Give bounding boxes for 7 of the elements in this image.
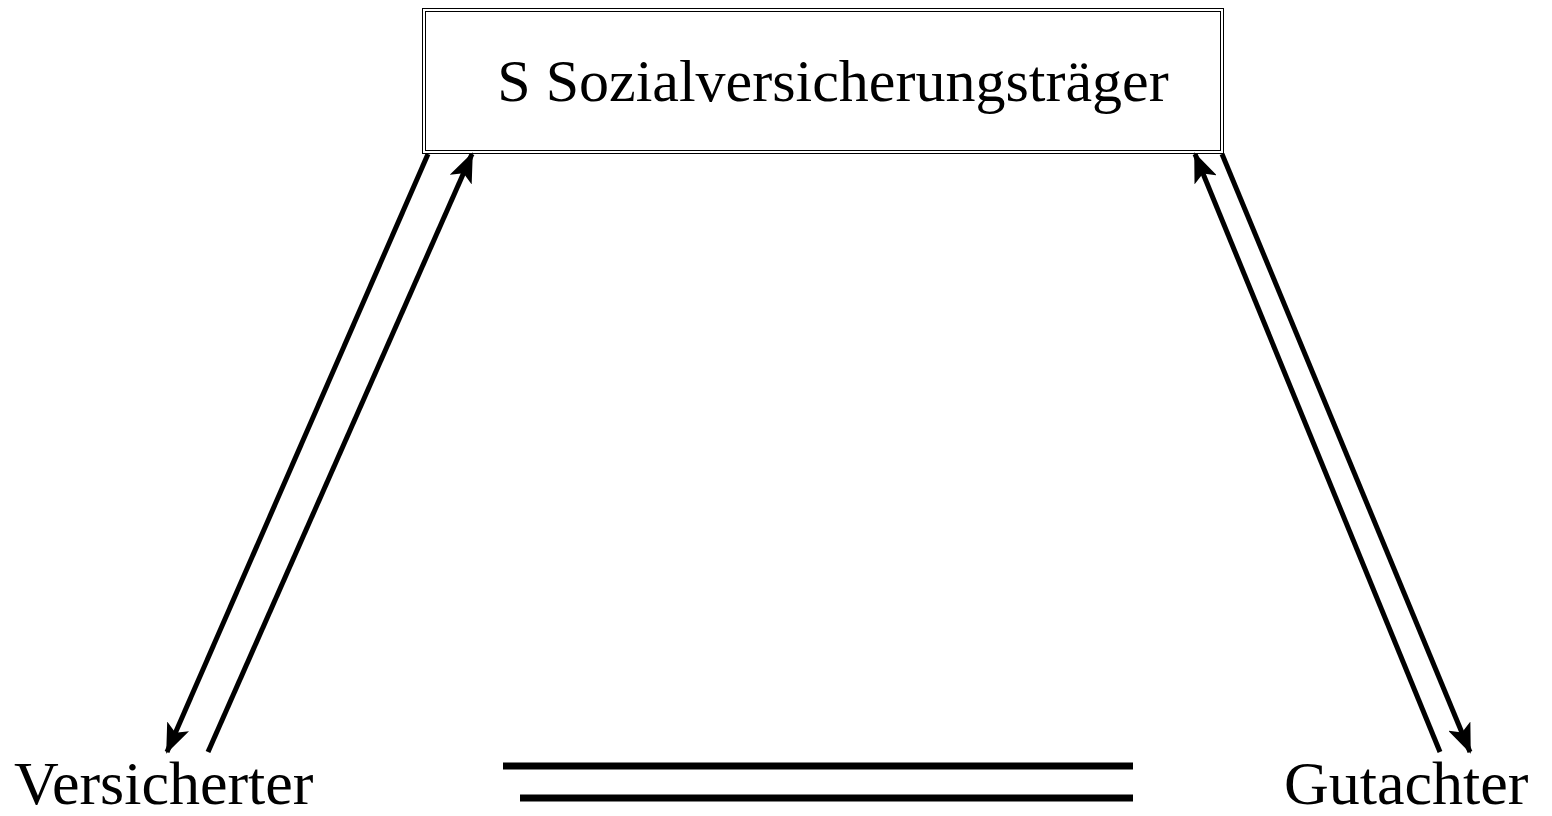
entity-label: Versicherter [14,752,344,814]
arrow [1192,152,1443,753]
arrow [205,152,475,753]
entity-label: Gutachter [1284,752,1548,814]
entity-box [422,8,1224,154]
arrow [164,153,431,754]
arrow [1219,153,1473,754]
